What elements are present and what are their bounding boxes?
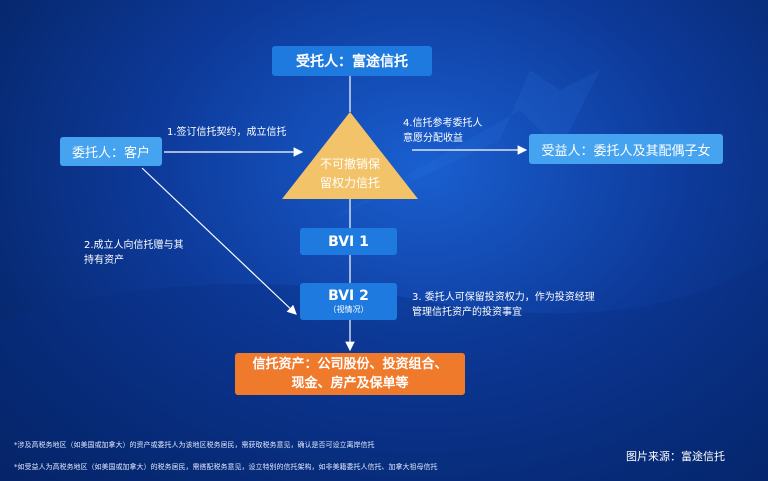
step1-annotation: 1.签订信托契约，成立信托 <box>167 127 287 138</box>
step4-annotation: 4.信托参考委托人 意愿分配收益 <box>403 116 483 146</box>
bvi2-label: BVI 2 <box>328 288 369 304</box>
step3-annotation: 3. 委托人可保留投资权力，作为投资经理 管理信托资产的投资事宜 <box>412 290 595 320</box>
bvi1-box: BVI 1 <box>300 228 397 255</box>
bvi2-box: BVI 2 （视情况） <box>300 283 397 320</box>
step2-line1: 2.成立人向信托赠与其 <box>84 240 184 251</box>
beneficiary-label: 受益人：委托人及其配偶子女 <box>541 143 711 159</box>
step2-line2: 持有资产 <box>84 255 124 266</box>
beneficiary-box: 受益人：委托人及其配偶子女 <box>529 134 723 164</box>
assets-label-line2: 现金、房产及保单等 <box>291 376 409 391</box>
step4-line1: 4.信托参考委托人 <box>403 118 483 129</box>
bvi2-sublabel: （视情况） <box>328 305 369 314</box>
trust-triangle <box>282 112 418 199</box>
assets-label-line1: 信托资产：公司股份、投资组合、 <box>252 357 448 372</box>
trustee-label: 受托人：富途信托 <box>296 54 408 70</box>
settlor-box: 委托人：客户 <box>60 137 162 166</box>
trustee-box: 受托人：富途信托 <box>272 46 432 76</box>
footnote-2: *如受益人为高税务地区（如美国或加拿大）的税务居民，需搭配税务意见，设立特别的信… <box>14 463 438 471</box>
bvi1-label: BVI 1 <box>328 233 369 250</box>
arrow-settlor-to-bvi2 <box>141 167 297 315</box>
footnote-1: *涉及高税务地区（如美国或加拿大）的资产或委托人为该地区税务居民，需获取税务意见… <box>14 441 375 449</box>
step2-annotation: 2.成立人向信托赠与其 持有资产 <box>84 238 184 268</box>
step3-line2: 管理信托资产的投资事宜 <box>412 307 522 318</box>
trust-triangle-label: 不可撤销保 留权力信托 <box>300 155 400 193</box>
trust-label-line1: 不可撤销保 <box>319 157 380 171</box>
trust-assets-box: 信托资产：公司股份、投资组合、 现金、房产及保单等 <box>235 353 465 395</box>
step4-line2: 意愿分配收益 <box>403 133 463 144</box>
step3-line1: 3. 委托人可保留投资权力，作为投资经理 <box>412 292 595 303</box>
trust-label-line2: 留权力信托 <box>319 176 380 190</box>
settlor-label: 委托人：客户 <box>71 146 150 161</box>
image-source: 图片来源：富途信托 <box>626 450 725 463</box>
